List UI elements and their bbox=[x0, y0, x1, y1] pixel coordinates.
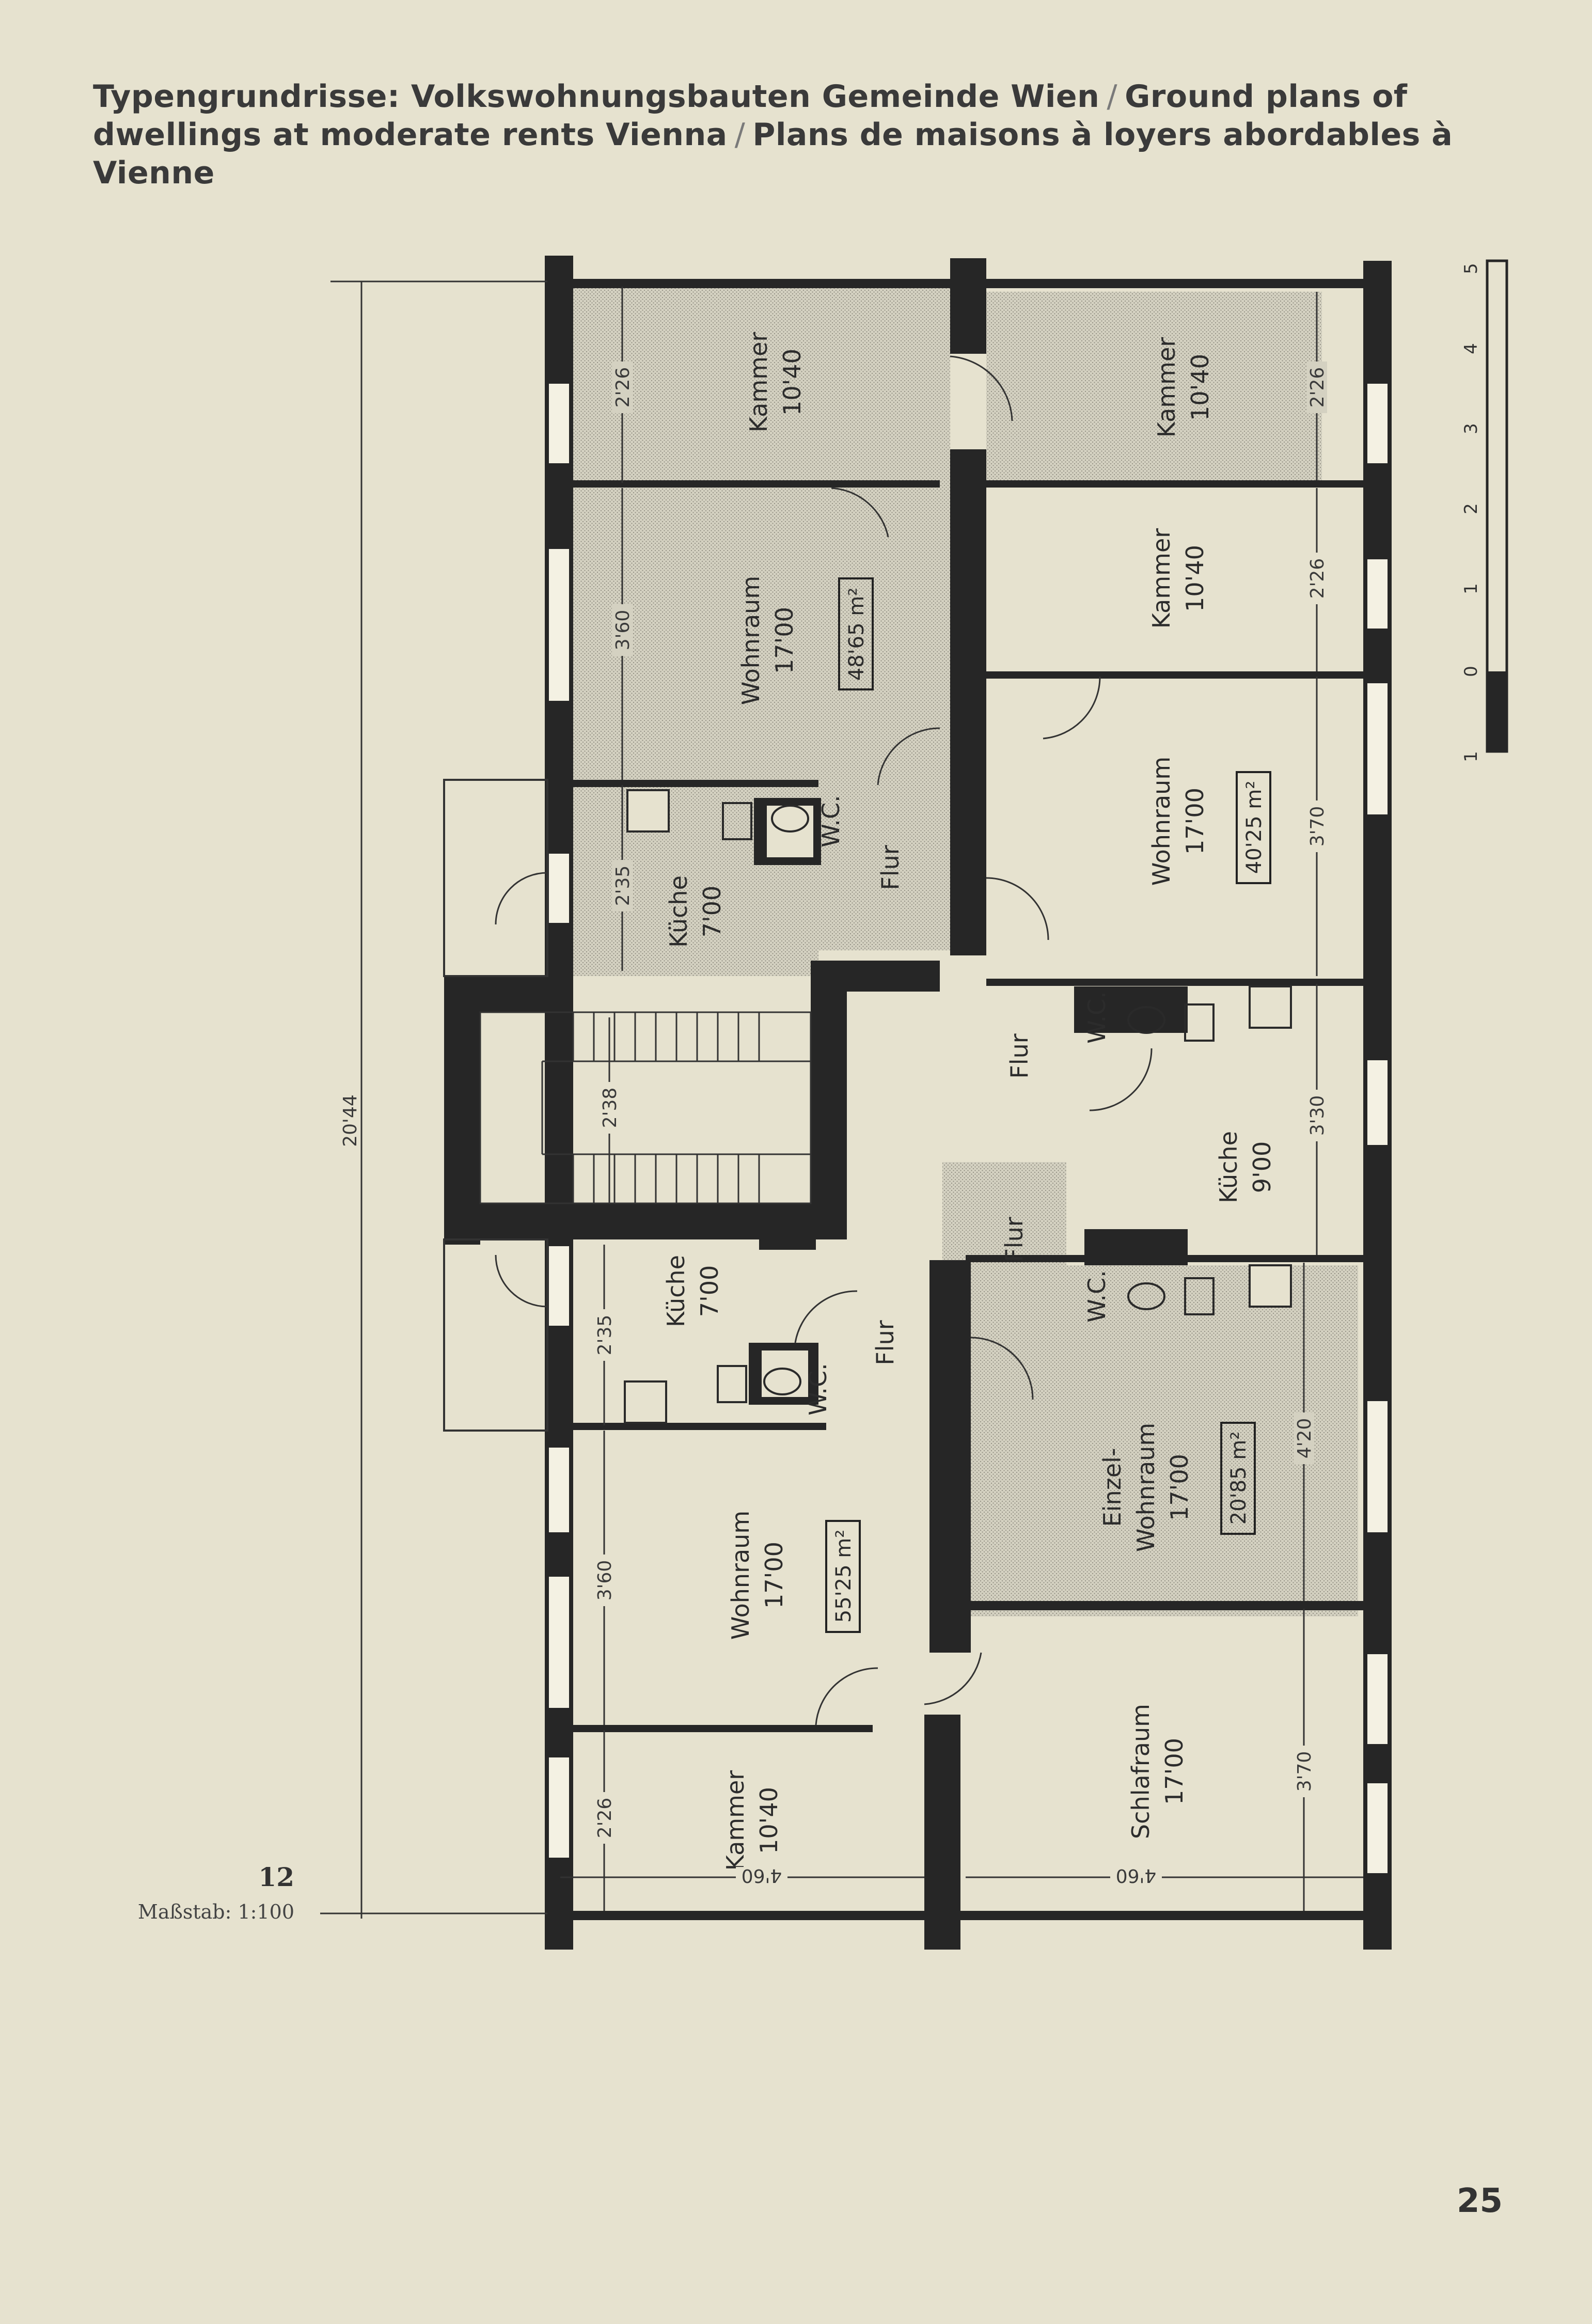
room-size: 17'00 bbox=[770, 607, 798, 674]
room-size: 17'00 bbox=[1165, 1454, 1193, 1521]
room-size: 10'40 bbox=[1186, 354, 1214, 421]
room-area: 55'25 m² bbox=[832, 1530, 856, 1623]
scale-tick: 0 bbox=[1461, 666, 1481, 677]
flur-label: Flur bbox=[1000, 1217, 1028, 1262]
dimension-label: 2'26 bbox=[612, 367, 634, 408]
room-size: 7'00 bbox=[696, 1265, 723, 1317]
caption-separator: / bbox=[734, 117, 746, 153]
windows bbox=[546, 381, 1391, 1876]
figure-number: 12 bbox=[258, 1862, 294, 1892]
room-label: Küche bbox=[1215, 1131, 1242, 1203]
sanitary-fixtures bbox=[624, 789, 1292, 1424]
room-label: Wohnraum bbox=[737, 576, 765, 705]
wc-label: W.C. bbox=[1083, 1270, 1111, 1323]
dimension-label: 3'30 bbox=[1307, 1095, 1328, 1136]
caption-english: Ground plans of dwellings at moderate re… bbox=[93, 78, 1408, 153]
room-size: 7'00 bbox=[698, 886, 726, 937]
dimension-label: 2'26 bbox=[1307, 367, 1328, 408]
flur-label: Flur bbox=[871, 1320, 899, 1365]
room-label: Kammer bbox=[1153, 337, 1180, 437]
dimension-labels: 2'26 3'60 2'35 2'38 2'35 3'60 2'26 2'26 … bbox=[594, 362, 1328, 1888]
flur-label: Flur bbox=[1005, 1033, 1033, 1078]
dimension-label: 2'26 bbox=[1307, 558, 1328, 599]
scale-tick: 5 bbox=[1461, 263, 1481, 274]
room-size: 10'40 bbox=[778, 349, 806, 416]
dimension-label: 3'70 bbox=[1307, 806, 1328, 847]
wc-label: W.C. bbox=[804, 1363, 832, 1416]
overall-dimension: 20'44 bbox=[340, 1094, 361, 1147]
balconies bbox=[443, 779, 548, 1432]
room-size: 17'00 bbox=[1160, 1738, 1188, 1805]
caption-german: Typengrundrisse: Volkswohnungsbauten Gem… bbox=[93, 78, 1100, 115]
room-area: 20'85 m² bbox=[1227, 1432, 1251, 1525]
caption-separator: / bbox=[1107, 78, 1118, 115]
flur-label: Flur bbox=[876, 845, 904, 890]
dimension-label: 2'38 bbox=[600, 1088, 621, 1128]
room-label: Küche bbox=[662, 1255, 690, 1327]
room-label: Einzel- bbox=[1098, 1448, 1126, 1527]
caption-french: Plans de maisons à loyers abordables à V… bbox=[93, 117, 1453, 191]
room-label: Schlafraum bbox=[1127, 1704, 1155, 1839]
room-size: 10'40 bbox=[755, 1787, 783, 1854]
page-number: 25 bbox=[1456, 2182, 1503, 2220]
dimension-label: 2'26 bbox=[594, 1798, 616, 1839]
page-caption: Typengrundrisse: Volkswohnungsbauten Gem… bbox=[93, 77, 1549, 192]
dimension-label: 4'60 bbox=[1116, 1865, 1157, 1886]
room-label: Wohnraum bbox=[1147, 757, 1175, 886]
room-label: Kammer bbox=[1147, 528, 1175, 629]
room-label: Kammer bbox=[721, 1770, 749, 1871]
staircase bbox=[479, 1011, 812, 1204]
room-area: 48'65 m² bbox=[845, 588, 869, 681]
room-area: 40'25 m² bbox=[1242, 781, 1266, 874]
scale-bar bbox=[1486, 259, 1508, 753]
dimension-label: 3'70 bbox=[1294, 1751, 1315, 1792]
dimension-label: 2'35 bbox=[612, 866, 634, 906]
door-swings bbox=[495, 355, 1153, 1725]
room-size: 10'40 bbox=[1181, 545, 1209, 612]
room-label: Küche bbox=[665, 875, 692, 948]
dimension-label: 2'35 bbox=[594, 1315, 616, 1356]
dimension-label: 3'60 bbox=[612, 610, 634, 651]
scale-tick: 4 bbox=[1461, 343, 1481, 354]
room-size: 17'00 bbox=[1181, 788, 1209, 855]
scale-label: Maßstab: 1:100 bbox=[137, 1901, 294, 1923]
dimension-label: 4'20 bbox=[1294, 1418, 1315, 1459]
scale-tick: 2 bbox=[1461, 503, 1481, 514]
wc-label: W.C. bbox=[1083, 991, 1111, 1044]
scale-tick: 1 bbox=[1461, 751, 1481, 762]
room-size: 17'00 bbox=[760, 1542, 788, 1609]
room-label: Wohnraum bbox=[727, 1511, 754, 1640]
scale-tick: 3 bbox=[1461, 423, 1481, 434]
dimension-label: 3'60 bbox=[594, 1560, 616, 1601]
room-label: Kammer bbox=[745, 332, 773, 432]
dimension-label: 4'60 bbox=[742, 1865, 782, 1886]
room-label: Wohnraum bbox=[1132, 1423, 1160, 1552]
scale-tick: 1 bbox=[1461, 583, 1481, 594]
wc-label: W.C. bbox=[817, 795, 845, 847]
room-size: 9'00 bbox=[1248, 1141, 1276, 1193]
